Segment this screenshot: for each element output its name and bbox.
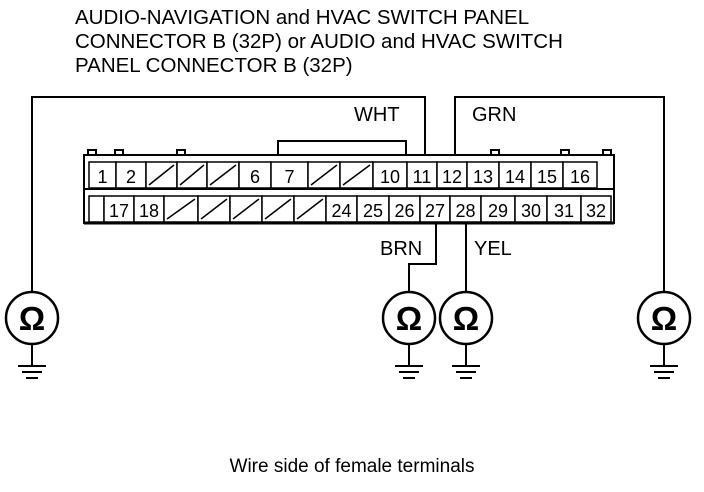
terminal-number: 7 bbox=[284, 167, 294, 187]
bottom-row-cavity bbox=[88, 195, 105, 223]
empty-cavity-mark bbox=[179, 164, 205, 186]
terminal-number: 15 bbox=[537, 167, 557, 187]
terminal-number: 29 bbox=[488, 201, 508, 221]
empty-cavity-mark bbox=[209, 164, 237, 186]
ohmmeter-icon: Ω bbox=[4, 290, 60, 346]
terminal-number: 18 bbox=[139, 201, 159, 221]
top-row-cavity: 13 bbox=[466, 161, 500, 189]
terminal-number: 28 bbox=[455, 201, 475, 221]
bottom-row-cavity: 31 bbox=[546, 195, 582, 223]
ohm-symbol: Ω bbox=[453, 300, 479, 337]
top-row-cavity bbox=[145, 161, 178, 189]
title-line-1: AUDIO-NAVIGATION and HVAC SWITCH PANEL bbox=[75, 6, 530, 29]
ohm-symbol: Ω bbox=[651, 300, 677, 337]
bottom-row-cavity: 17 bbox=[103, 195, 135, 223]
bottom-row-cavity: 30 bbox=[514, 195, 548, 223]
ground-icon bbox=[650, 344, 678, 379]
empty-cavity-mark bbox=[296, 198, 324, 220]
terminal-number: 32 bbox=[586, 201, 606, 221]
ohmmeter-icon: Ω bbox=[438, 290, 494, 346]
top-row-cavity bbox=[339, 161, 374, 189]
bottom-row-cavity: 27 bbox=[419, 195, 451, 223]
ground-icon bbox=[452, 344, 480, 379]
ohm-symbol: Ω bbox=[396, 300, 422, 337]
wire-brn-probe bbox=[408, 218, 437, 291]
top-row-cavity: 10 bbox=[372, 161, 408, 189]
bottom-row-cavity: 32 bbox=[580, 195, 612, 223]
bottom-row-cavity bbox=[197, 195, 231, 223]
top-row-cavity: 6 bbox=[238, 161, 272, 189]
empty-cavity-mark bbox=[200, 198, 228, 220]
top-row-cavity: 7 bbox=[270, 161, 309, 189]
empty-cavity-mark bbox=[148, 164, 175, 186]
diagram-title: AUDIO-NAVIGATION and HVAC SWITCH PANEL C… bbox=[75, 6, 563, 78]
title-line-3: PANEL CONNECTOR B (32P) bbox=[75, 54, 353, 77]
bottom-row-cavity: 29 bbox=[480, 195, 516, 223]
title-line-2: CONNECTOR B (32P) or AUDIO and HVAC SWIT… bbox=[75, 30, 563, 53]
wire-label-brn: BRN bbox=[380, 238, 422, 260]
terminal-number: 31 bbox=[554, 201, 574, 221]
bottom-row-cavity: 25 bbox=[356, 195, 390, 223]
empty-cavity-mark bbox=[310, 164, 338, 186]
terminal-number: 27 bbox=[425, 201, 445, 221]
ohmmeter-icon: Ω bbox=[636, 290, 692, 346]
top-row-cavity: 2 bbox=[115, 161, 147, 189]
terminal-number: 1 bbox=[97, 167, 107, 187]
terminal-number: 17 bbox=[109, 201, 129, 221]
wire-left-probe bbox=[31, 96, 426, 291]
bottom-row-cavity: 24 bbox=[325, 195, 358, 223]
wire-label-grn: GRN bbox=[472, 104, 516, 126]
ground-icon bbox=[18, 344, 46, 379]
bottom-row-cavity bbox=[261, 195, 295, 223]
terminal-number: 11 bbox=[413, 167, 432, 187]
bottom-row-cavity: 28 bbox=[449, 195, 482, 223]
top-row-cavity: 12 bbox=[436, 161, 468, 189]
top-row-cavity: 1 bbox=[88, 161, 117, 189]
top-row-cavity: 14 bbox=[498, 161, 532, 189]
empty-cavity-mark bbox=[232, 198, 260, 220]
bottom-row-cavity bbox=[163, 195, 199, 223]
terminal-number: 16 bbox=[570, 167, 590, 187]
terminal-number: 26 bbox=[394, 201, 414, 221]
top-row-cavity bbox=[307, 161, 341, 189]
ground-icon bbox=[395, 344, 423, 379]
bottom-row-cavity: 26 bbox=[388, 195, 421, 223]
terminal-number: 13 bbox=[473, 167, 493, 187]
terminal-number: 14 bbox=[505, 167, 525, 187]
empty-cavity-mark bbox=[342, 164, 371, 186]
top-row-cavity: 11 bbox=[406, 161, 438, 189]
top-row-cavity bbox=[176, 161, 208, 189]
wire-label-wht: WHT bbox=[354, 104, 400, 126]
empty-cavity-mark bbox=[264, 198, 292, 220]
connector-bottom-row: 17 18 24 25 26 27 28 29 30 31 32 bbox=[88, 195, 612, 223]
diagram-caption: Wire side of female terminals bbox=[229, 456, 475, 477]
terminal-number: 12 bbox=[442, 167, 462, 187]
bottom-row-cavity: 18 bbox=[133, 195, 165, 223]
bottom-row-cavity bbox=[293, 195, 327, 223]
top-row-cavity: 16 bbox=[562, 161, 598, 189]
wire-label-yel: YEL bbox=[474, 238, 512, 260]
ohm-symbol: Ω bbox=[19, 300, 45, 337]
ohmmeter-icon: Ω bbox=[381, 290, 437, 346]
top-row-cavity bbox=[206, 161, 240, 189]
terminal-number: 30 bbox=[521, 201, 541, 221]
top-row-cavity: 15 bbox=[530, 161, 564, 189]
terminal-number: 6 bbox=[250, 167, 260, 187]
empty-cavity-mark bbox=[166, 198, 196, 220]
wire-right-probe bbox=[454, 96, 665, 291]
terminal-number: 24 bbox=[331, 201, 351, 221]
terminal-number: 25 bbox=[363, 201, 383, 221]
terminal-number: 10 bbox=[380, 167, 400, 187]
terminal-number: 2 bbox=[126, 167, 136, 187]
bottom-row-cavity bbox=[229, 195, 263, 223]
connector-latch bbox=[277, 140, 407, 156]
